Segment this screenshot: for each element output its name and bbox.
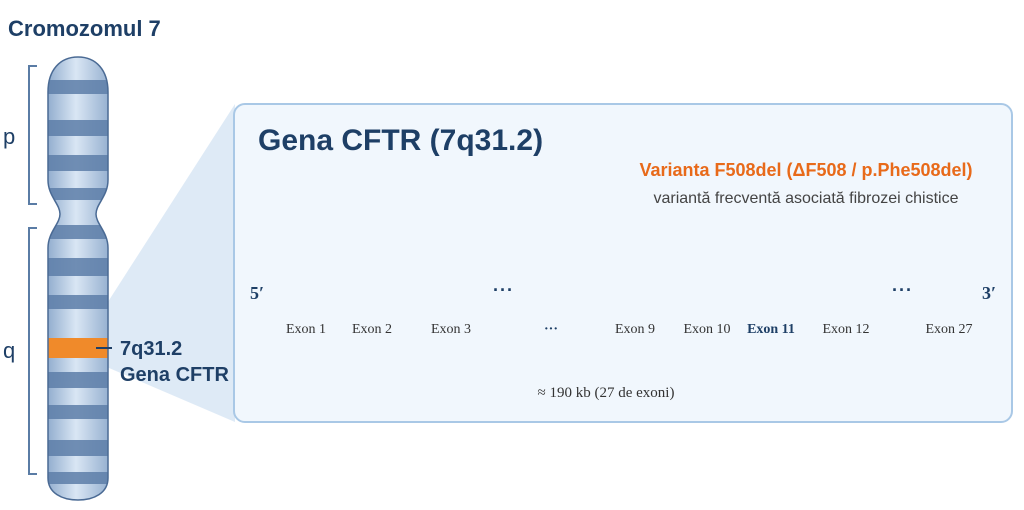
- exon-label-ellipsis: ···: [543, 322, 558, 337]
- gene-detail-panel: [233, 103, 1013, 423]
- exon-label: Exon 3: [430, 322, 472, 337]
- locus-label: 7q31.2 Gena CFTR: [120, 336, 229, 388]
- cftr-locus-band: [48, 338, 108, 358]
- exon-label: Exon 9: [614, 322, 656, 337]
- arm-brackets: [28, 65, 37, 475]
- p-arm-label: p: [3, 124, 16, 149]
- chromosome-bands: [48, 80, 108, 484]
- chromosome-title: Cromozomul 7: [8, 16, 161, 41]
- exon-label: Exon 2: [351, 322, 393, 337]
- gene-ellipsis-left: ···: [493, 280, 514, 300]
- exon-label: Exon 27: [925, 322, 973, 337]
- variant-name: Varianta F508del (ΔF508 / p.Phe508del): [639, 160, 973, 180]
- exon-label: Exon 10: [683, 322, 731, 337]
- q-arm-label: q: [3, 338, 16, 363]
- locus-band-text: 7q31.2: [120, 338, 183, 360]
- five-prime-label: 5′: [250, 283, 265, 303]
- gene-length-label: ≈ 190 kb (27 de exoni): [537, 385, 675, 401]
- exon-label: Exon 12: [822, 322, 870, 337]
- exon-label-highlight: Exon 11: [747, 322, 795, 337]
- gene-ellipsis-right: ···: [892, 280, 913, 300]
- zoom-cone: [95, 104, 235, 422]
- three-prime-label: 3′: [982, 283, 997, 303]
- variant-description: variantă frecventă asociată fibrozei chi…: [653, 190, 959, 207]
- locus-gene-text: Gena CFTR: [120, 364, 229, 386]
- chromosome-7: [48, 57, 108, 500]
- gene-title: Gena CFTR (7q31.2): [258, 124, 544, 157]
- exon-label: Exon 1: [285, 322, 327, 337]
